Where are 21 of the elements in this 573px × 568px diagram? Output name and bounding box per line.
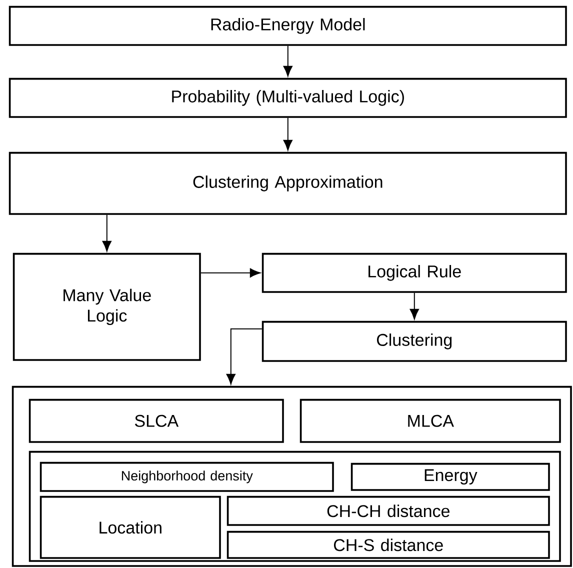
process-box: CH-CH distance <box>226 496 550 526</box>
process-box: Logical Rule <box>262 252 567 293</box>
group-box <box>12 386 572 567</box>
process-box: Neighborhood density <box>40 462 334 492</box>
process-box: MLCA <box>300 398 561 443</box>
process-box: Radio-Energy Model <box>8 6 567 46</box>
process-box: Probability (Multi-valued Logic) <box>8 78 567 118</box>
process-box: Location <box>40 496 221 559</box>
arrow <box>200 268 261 278</box>
process-box: Clustering <box>262 320 567 362</box>
arrow <box>283 45 292 77</box>
process-box: CH-S distance <box>226 530 550 559</box>
arrow <box>283 117 292 151</box>
process-box: Energy <box>350 462 550 491</box>
group-box <box>28 450 561 562</box>
process-box: Clustering Approximation <box>8 152 567 215</box>
process-box: SLCA <box>28 398 284 443</box>
arrow <box>102 214 112 252</box>
process-box: Many Value Logic <box>12 252 201 361</box>
arrow <box>410 292 419 320</box>
arrow <box>226 328 262 385</box>
